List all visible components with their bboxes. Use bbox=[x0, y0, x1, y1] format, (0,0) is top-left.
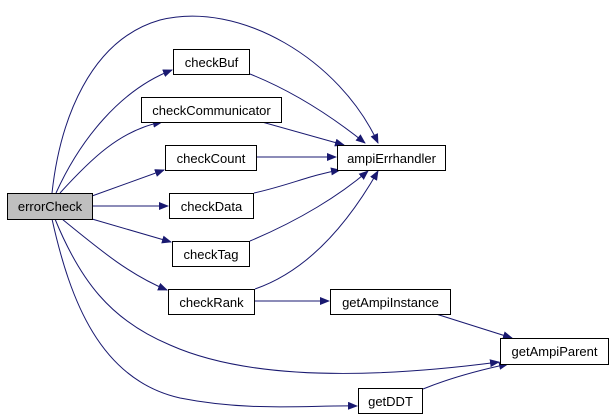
edge-errorCheck-checkBuf bbox=[55, 69, 173, 194]
node-checkBuf[interactable]: checkBuf bbox=[173, 49, 250, 75]
node-checkCommunicator[interactable]: checkCommunicator bbox=[141, 97, 282, 123]
edge-checkCommunicator-ampiErrhandler bbox=[261, 121, 345, 147]
edge-errorCheck-checkTag bbox=[91, 218, 172, 244]
node-getAmpiParent[interactable]: getAmpiParent bbox=[500, 338, 609, 365]
edge-errorCheck-checkCount bbox=[91, 169, 165, 197]
edge-errorCheck-getDDT bbox=[51, 218, 358, 410]
node-checkTag[interactable]: checkTag bbox=[172, 241, 250, 267]
node-errorCheck: errorCheck bbox=[7, 193, 93, 220]
edge-errorCheck-checkCommunicator bbox=[59, 119, 163, 194]
node-checkData[interactable]: checkData bbox=[169, 193, 254, 219]
edge-errorCheck-ampiErrhandler bbox=[51, 15, 379, 194]
edge-checkRank-ampiErrhandler bbox=[254, 170, 379, 290]
node-checkRank[interactable]: checkRank bbox=[168, 289, 255, 315]
edge-checkData-ampiErrhandler bbox=[253, 167, 341, 194]
node-checkCount[interactable]: checkCount bbox=[165, 145, 257, 171]
edge-checkBuf-ampiErrhandler bbox=[249, 73, 366, 144]
edge-errorCheck-checkRank bbox=[61, 218, 168, 291]
node-ampiErrhandler[interactable]: ampiErrhandler bbox=[337, 145, 446, 171]
edge-errorCheck-getAmpiParent bbox=[54, 218, 500, 374]
node-getAmpiInstance[interactable]: getAmpiInstance bbox=[330, 289, 451, 315]
edge-getAmpiInstance-getAmpiParent bbox=[435, 313, 513, 340]
edge-getDDT-getAmpiParent bbox=[422, 361, 509, 390]
edge-checkTag-ampiErrhandler bbox=[249, 170, 369, 242]
node-getDDT[interactable]: getDDT bbox=[358, 388, 423, 414]
